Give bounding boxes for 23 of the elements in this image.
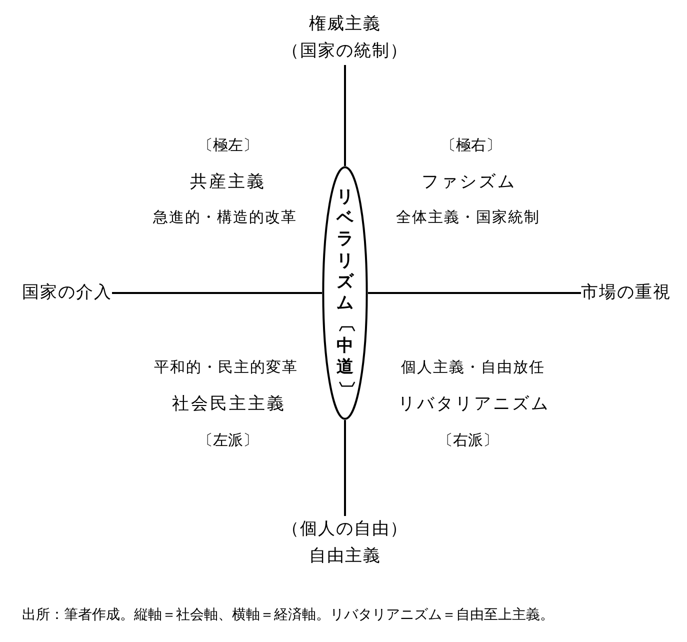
vertical-label: リベラリズム〔中道〕 <box>336 186 354 400</box>
axis-end-label: 市場の重視 <box>581 280 671 306</box>
ideology-label: 社会民主主義 <box>172 394 286 414</box>
wing-label: 〔極左〕 <box>198 136 258 154</box>
axis-line <box>344 65 346 166</box>
caption-text: 出所：筆者作成。縦軸＝社会軸、横軸＝経済軸。リバタリアニズム＝自由至上主義。 <box>22 606 554 625</box>
axis-end-label: （個人の自由） 自由主義 <box>282 516 408 570</box>
axis-end-label: 権威主義 （国家の統制） <box>282 11 408 65</box>
description-label: 平和的・民主的変革 <box>154 358 298 376</box>
description-label: 個人主義・自由放任 <box>401 358 545 376</box>
description-label: 全体主義・国家統制 <box>396 208 540 226</box>
description-label: 急進的・構造的改革 <box>153 208 297 226</box>
axis-line <box>344 420 346 516</box>
ellipse-node <box>322 166 368 420</box>
wing-label: 〔左派〕 <box>198 431 258 449</box>
axis-line <box>112 292 322 294</box>
wing-label: 〔右派〕 <box>438 431 498 449</box>
wing-label: 〔極右〕 <box>441 136 501 154</box>
ideology-label: 共産主義 <box>190 172 266 192</box>
axis-line <box>368 292 581 294</box>
axis-end-label: 国家の介入 <box>22 280 112 306</box>
ideology-label: ファシズム <box>422 172 516 192</box>
ideology-label: リバタリアニズム <box>398 394 550 414</box>
